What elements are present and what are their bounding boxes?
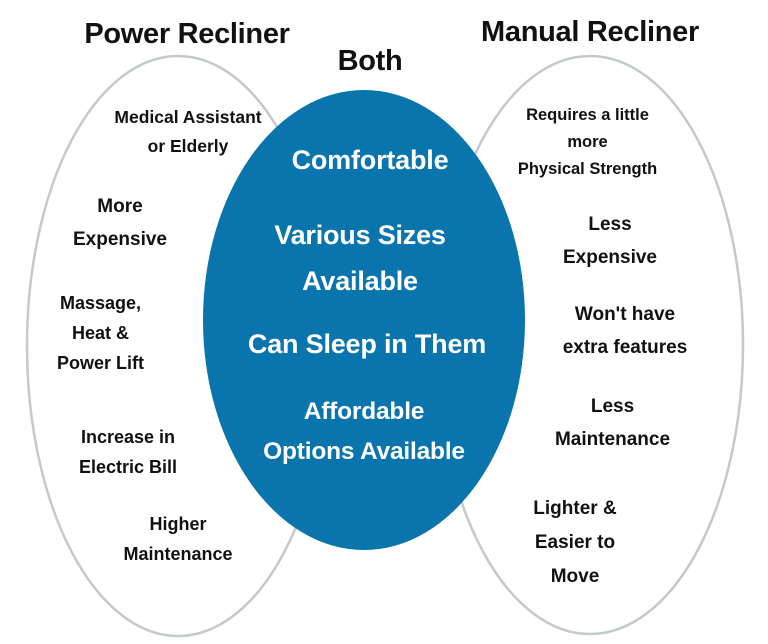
item-line: Options Available [263, 438, 465, 465]
item-line: extra features [562, 337, 688, 358]
item-line: Move [550, 566, 600, 587]
right-item-no-extra-features: Won't have extra features [540, 298, 710, 364]
right-item-less-maintenance: Less Maintenance [540, 390, 685, 456]
item-line: Various Sizes [274, 220, 446, 250]
item-line: Heat & [71, 323, 129, 343]
item-line: Requires a little [526, 106, 649, 124]
item-line: Can Sleep in Them [247, 329, 487, 359]
both-item-various-sizes: Various Sizes Available [230, 212, 490, 304]
item-line: Maintenance [554, 429, 671, 450]
item-line: Maintenance [123, 544, 233, 564]
both-item-comfortable: Comfortable [240, 142, 500, 178]
right-item-physical-strength: Requires a little more Physical Strength [500, 102, 675, 183]
right-item-lighter-easier: Lighter & Easier to Move [515, 492, 635, 594]
item-line: Lighter & [533, 498, 617, 519]
item-line: more [567, 133, 608, 151]
item-line: Less [590, 396, 635, 417]
item-line: Affordable [303, 398, 425, 425]
item-line: Expensive [73, 229, 167, 250]
item-line: Higher [149, 514, 207, 534]
item-line: Power Lift [56, 353, 144, 373]
left-item-medical-assistant: Medical Assistant or Elderly [88, 103, 288, 161]
both-item-affordable: Affordable Options Available [230, 392, 498, 472]
both-title: Both [337, 45, 403, 77]
item-line: or Elderly [147, 136, 229, 156]
item-line: Available [302, 266, 418, 296]
item-line: Physical Strength [517, 160, 658, 178]
right-item-less-expensive: Less Expensive [540, 208, 680, 274]
item-line: Medical Assistant [114, 107, 262, 127]
left-item-more-expensive: More Expensive [50, 190, 190, 256]
item-line: Less [588, 214, 632, 235]
left-item-massage-heat-lift: Massage, Heat & Power Lift [38, 288, 163, 378]
manual-recliner-title: Manual Recliner [481, 16, 699, 48]
both-ellipse [203, 90, 525, 550]
left-item-higher-maintenance: Higher Maintenance [103, 509, 253, 569]
item-line: More [97, 196, 143, 217]
item-line: Won't have [574, 304, 676, 325]
item-line: Easier to [534, 532, 616, 553]
item-line: Increase in [80, 427, 176, 447]
both-item-can-sleep: Can Sleep in Them [214, 326, 520, 362]
item-line: Electric Bill [78, 457, 178, 477]
left-item-electric-bill: Increase in Electric Bill [58, 422, 198, 482]
item-line: Expensive [563, 247, 657, 268]
item-line: Comfortable [291, 145, 449, 175]
power-recliner-title: Power Recliner [84, 18, 290, 50]
item-line: Massage, [59, 293, 142, 313]
